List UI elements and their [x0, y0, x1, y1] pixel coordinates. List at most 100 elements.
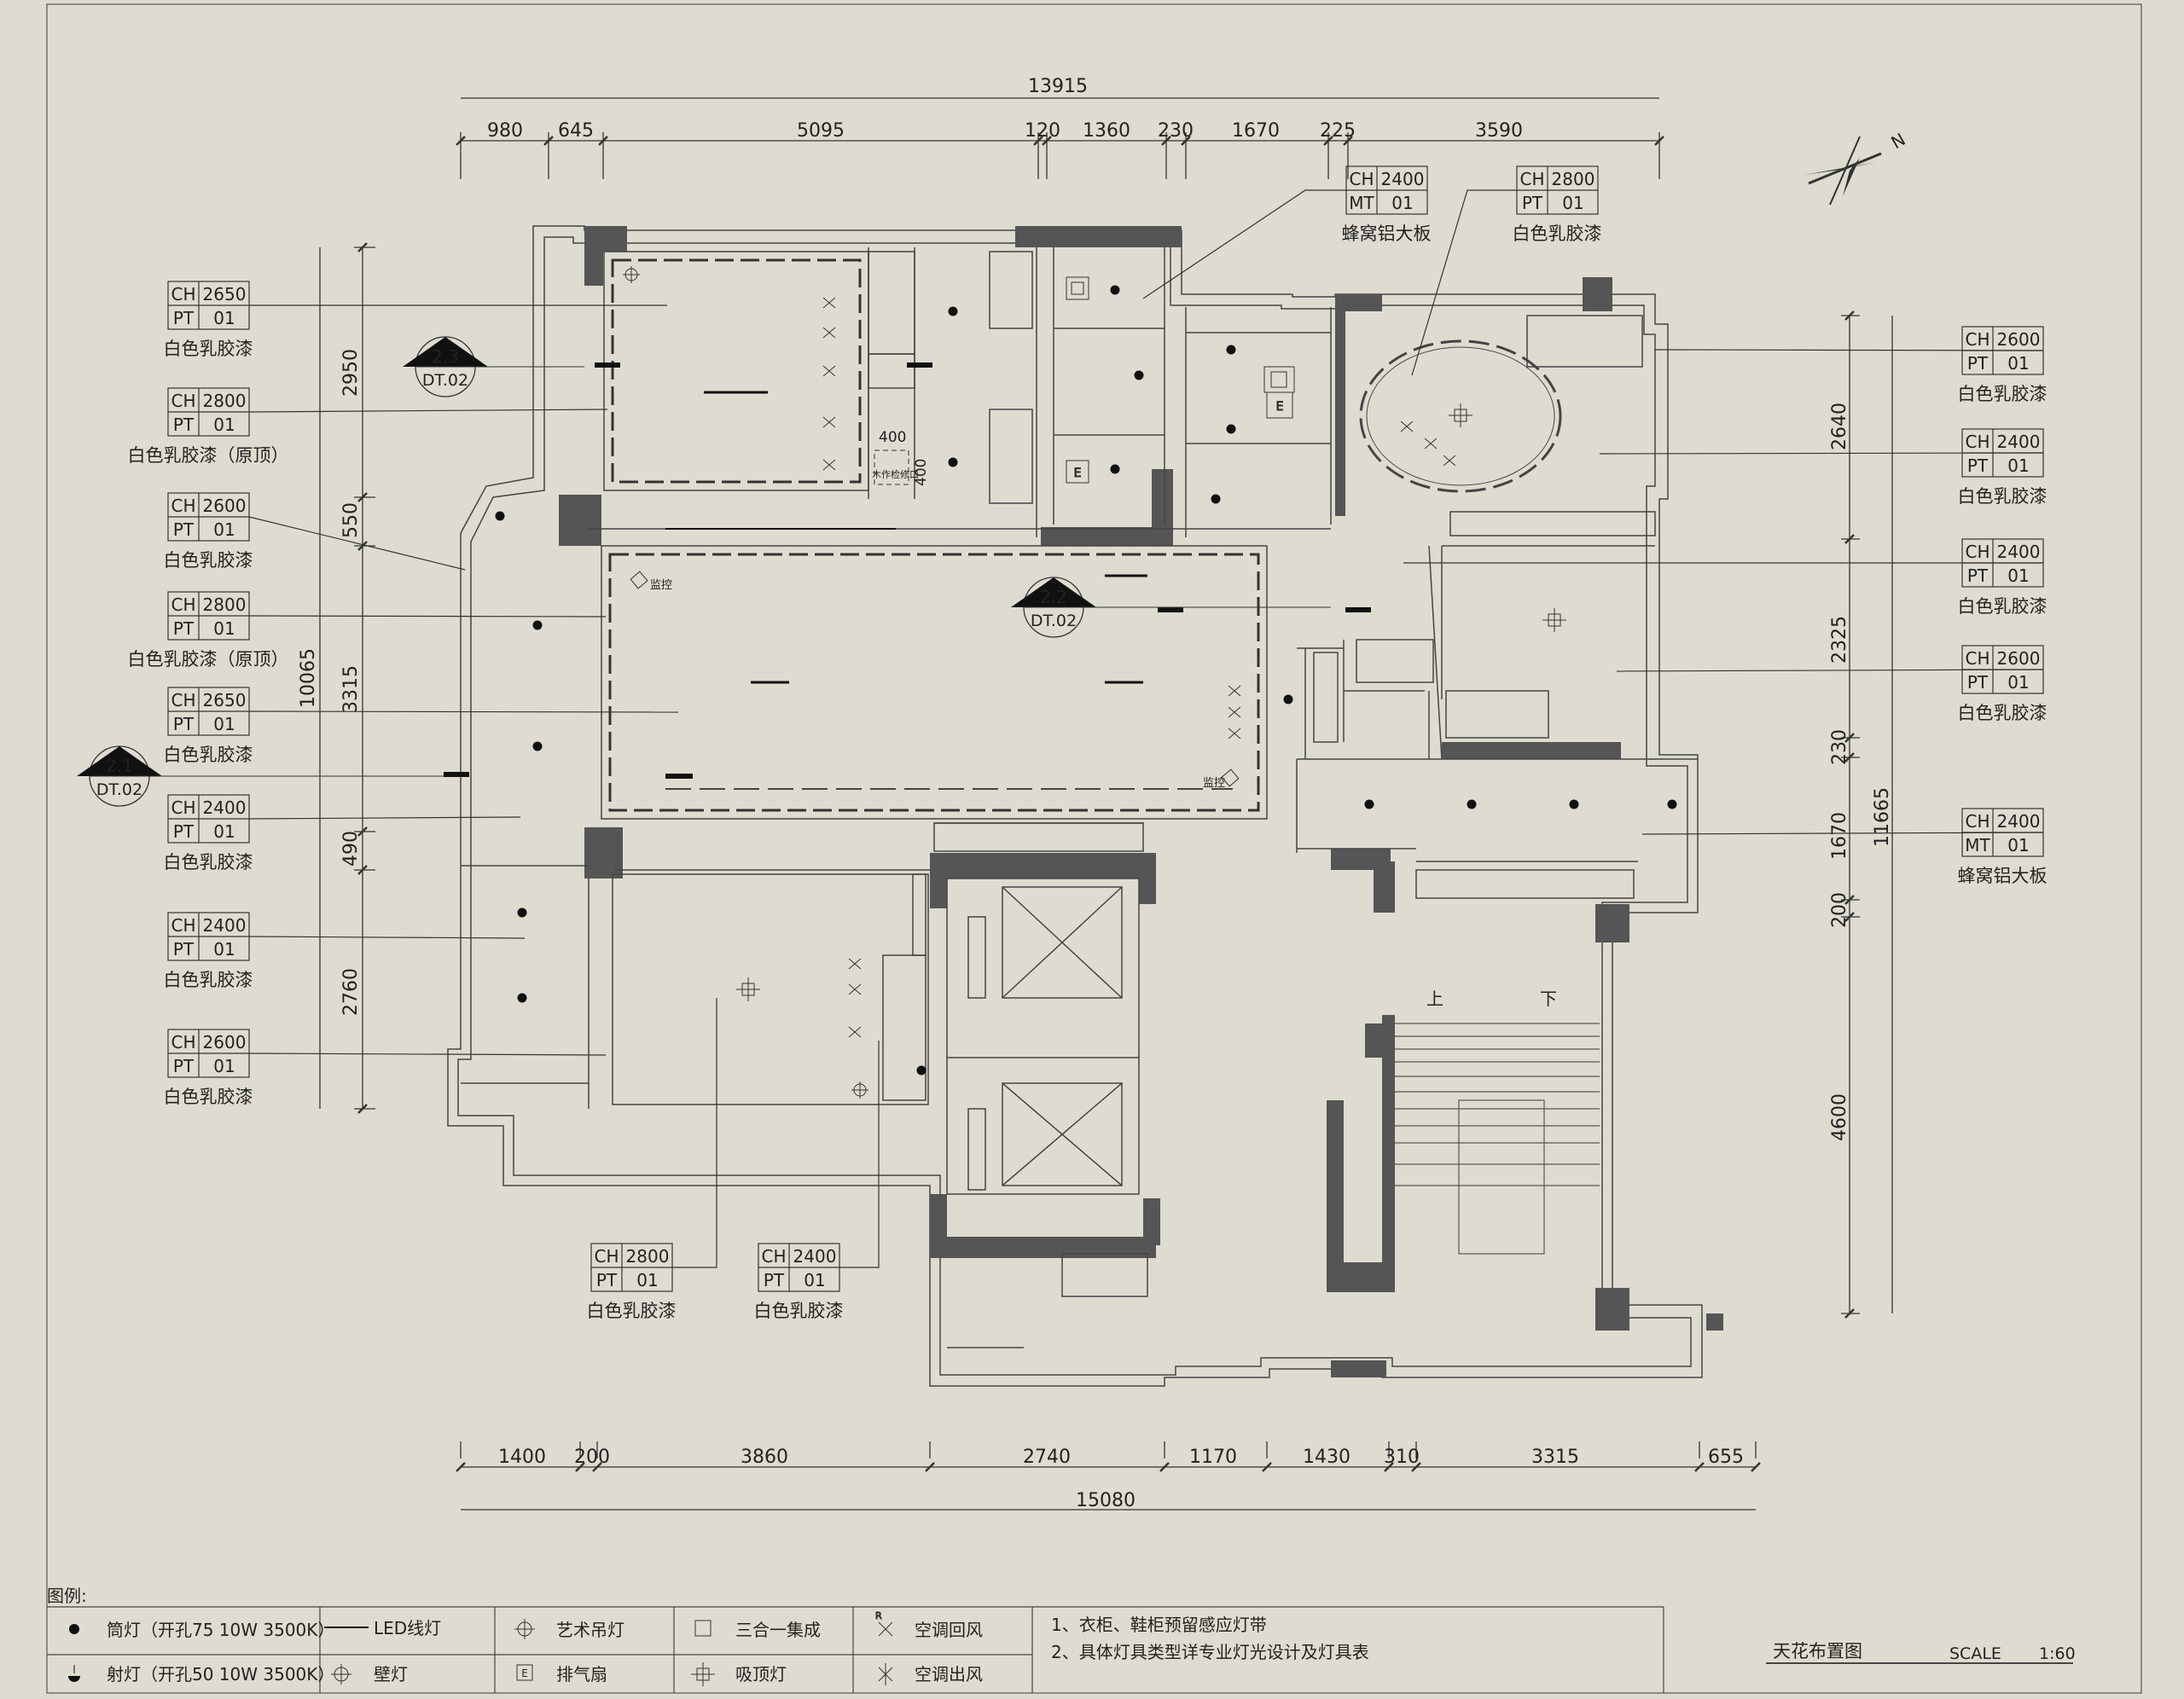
- mat-value: 01: [1391, 193, 1413, 213]
- section-marker-2-3: 2.3 DT.02: [403, 336, 584, 397]
- north-label: N: [1888, 129, 1909, 153]
- dim-top-6: 230: [1158, 120, 1194, 142]
- dim-top-5: 1360: [1083, 120, 1130, 142]
- mat-key: PT: [173, 415, 195, 435]
- dim-top-9: 3590: [1475, 120, 1523, 142]
- section-2-2-ref: DT.02: [1031, 612, 1077, 630]
- mat-value: 01: [213, 939, 235, 960]
- mat-key: PT: [596, 1270, 618, 1290]
- north-arrow-icon: N: [1804, 129, 1909, 206]
- ch-value: 2400: [1997, 432, 2041, 452]
- ac-return-legend-icon: R: [875, 1610, 893, 1637]
- tag-caption: 蜂窝铝大板: [1958, 866, 2048, 886]
- tag-caption: 白色乳胶漆: [1958, 703, 2048, 723]
- tag-caption: 白色乳胶漆: [164, 970, 253, 990]
- legend-spotlight-label: 射灯（开孔50 10W 3500K）: [107, 1664, 334, 1685]
- mat-value: 01: [213, 618, 235, 639]
- led-lines: [665, 391, 1233, 790]
- stair-down-label: 下: [1540, 989, 1557, 1009]
- ch-key: CH: [171, 496, 195, 516]
- downlight-icon: [69, 1624, 79, 1634]
- ch-value: 2400: [1381, 169, 1425, 189]
- monitor-label-2: 监控: [1203, 777, 1225, 790]
- tag-caption: 白色乳胶漆（原顶）: [128, 445, 289, 466]
- svg-text:R: R: [875, 1610, 882, 1621]
- ch-value: 2400: [1997, 542, 2041, 562]
- right-dimensions: [1841, 310, 1893, 1319]
- ch-key: CH: [171, 690, 195, 710]
- ch-value: 2800: [626, 1246, 670, 1267]
- ch-value: 2800: [203, 391, 247, 411]
- scale-label: SCALE: [1949, 1644, 2001, 1663]
- access-panel: 木作检修口 400 400: [872, 429, 930, 486]
- dim-bottom-9: 655: [1708, 1447, 1744, 1468]
- dim-right-4: 1670: [1829, 812, 1850, 860]
- mat-key: PT: [1967, 455, 1989, 476]
- tag-caption: 白色乳胶漆: [164, 852, 253, 873]
- ch-key: CH: [1519, 169, 1544, 189]
- mat-value: 01: [2007, 565, 2029, 586]
- legend-exhaust-label: 排气扇: [556, 1664, 607, 1685]
- ac-vents: [822, 297, 1456, 1038]
- ch-key: CH: [1965, 811, 1989, 832]
- mat-value: 01: [2007, 672, 2029, 693]
- left-dimensions: [319, 242, 375, 1114]
- mat-value: 01: [636, 1270, 658, 1290]
- mat-value: 01: [213, 1056, 235, 1076]
- ch-key: CH: [171, 594, 195, 615]
- ch-value: 2600: [203, 496, 247, 516]
- ch-value: 2600: [1997, 648, 2041, 669]
- ch-value: 2400: [1997, 811, 2041, 832]
- dim-top-3: 5095: [797, 120, 845, 142]
- ch-key: CH: [1965, 648, 1989, 669]
- section-2-2-num: 2.2: [1040, 587, 1067, 607]
- mat-value: 01: [2007, 353, 2029, 374]
- dim-right-2: 2325: [1829, 616, 1850, 664]
- section-2-1-ref: DT.02: [96, 780, 142, 799]
- exhaust-fan-legend-icon: E: [516, 1664, 533, 1681]
- tag-caption: 白色乳胶漆: [164, 745, 253, 765]
- mat-key: PT: [173, 519, 195, 540]
- access-panel-dim-b: 400: [913, 459, 930, 486]
- ac-supply-legend-icon: [878, 1663, 893, 1685]
- section-2-3-num: 2.3: [432, 346, 459, 367]
- ch-key: CH: [594, 1246, 619, 1267]
- tag-caption: 蜂窝铝大板: [1342, 223, 1432, 244]
- mat-value: 01: [2007, 835, 2029, 855]
- ch-key: CH: [171, 391, 195, 411]
- ch-key: CH: [171, 284, 195, 304]
- mat-key: PT: [173, 618, 195, 639]
- legend-ceiling-lamp-label: 吸顶灯: [735, 1664, 787, 1685]
- ch-key: CH: [761, 1246, 786, 1267]
- art-chandelier-legend-icon: [514, 1619, 535, 1639]
- legend-three-in-one-label: 三合一集成: [735, 1620, 821, 1640]
- mat-key: PT: [1522, 193, 1543, 213]
- downlights: [495, 285, 1677, 1076]
- section-markers-walls: [444, 362, 1371, 779]
- mat-key: MT: [1965, 835, 1990, 855]
- ch-key: CH: [171, 915, 195, 936]
- dim-bottom-1: 1400: [498, 1447, 546, 1468]
- legend-downlight-label: 筒灯（开孔75 10W 3500K）: [107, 1620, 334, 1640]
- ch-key: CH: [1965, 542, 1989, 562]
- top-dimensions: [456, 97, 1664, 179]
- ceiling-lamp-legend-icon: [691, 1662, 715, 1686]
- mat-key: PT: [173, 939, 195, 960]
- dim-bottom-6: 1430: [1303, 1447, 1350, 1468]
- ch-key: CH: [171, 1032, 195, 1052]
- ch-key: CH: [1965, 329, 1989, 350]
- tag-caption: 白色乳胶漆: [164, 1087, 253, 1107]
- tag-caption: 白色乳胶漆: [1958, 384, 2048, 404]
- ch-value: 2400: [203, 915, 247, 936]
- dim-left-total: 10065: [298, 648, 319, 708]
- legend-ac-return-label: 空调回风: [915, 1620, 983, 1640]
- three-in-one-legend-icon: [694, 1620, 712, 1637]
- dim-left-3: 3315: [340, 665, 362, 713]
